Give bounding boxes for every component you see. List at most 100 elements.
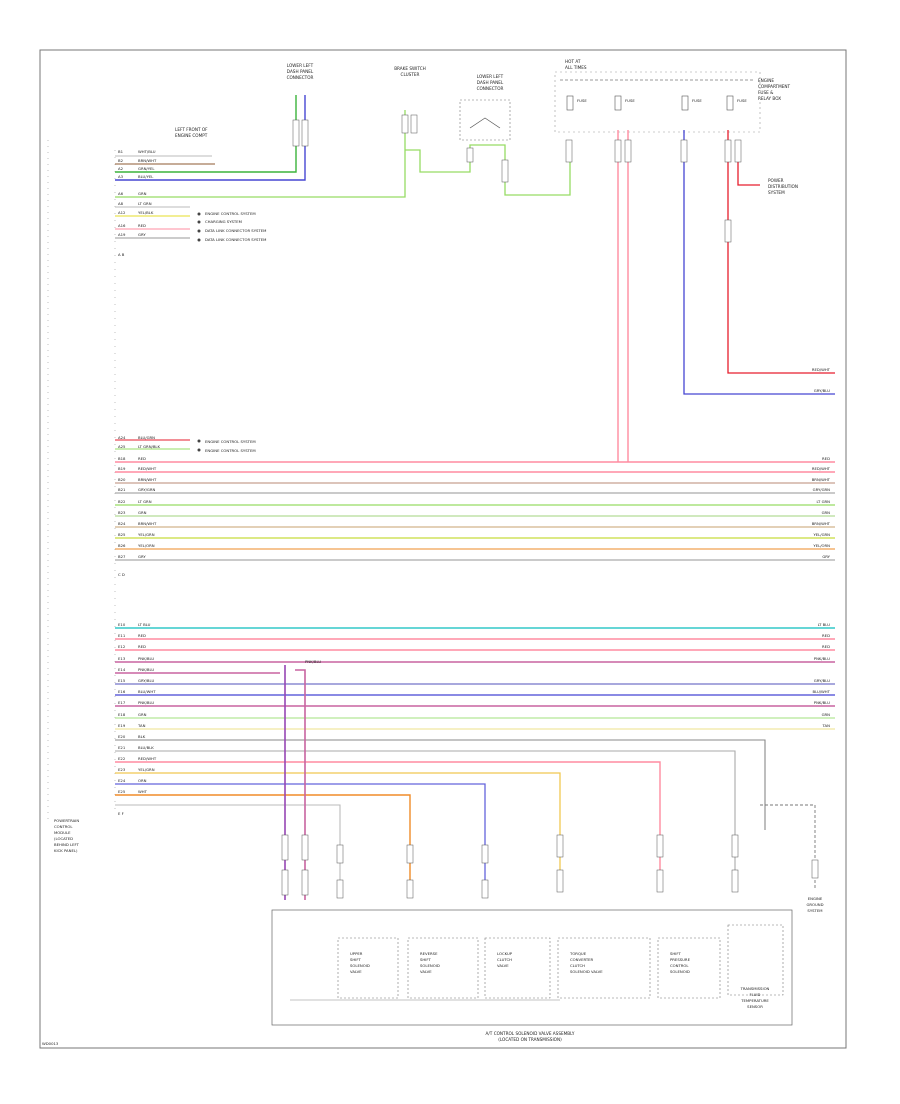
svg-text:PRESSURE: PRESSURE — [670, 957, 691, 962]
svg-text:TAN: TAN — [822, 723, 831, 728]
svg-text:BLU/BLK: BLU/BLK — [138, 745, 154, 750]
svg-text:VALVE: VALVE — [350, 969, 362, 974]
svg-text:FUSE &: FUSE & — [758, 90, 774, 95]
svg-text:B25: B25 — [118, 532, 126, 537]
svg-text:A16: A16 — [118, 223, 126, 228]
footer-code: WD0013 — [42, 1041, 59, 1046]
svg-text:RELAY BOX: RELAY BOX — [758, 96, 781, 101]
svg-text:A12: A12 — [118, 210, 126, 215]
svg-text:DASH PANEL: DASH PANEL — [477, 80, 504, 85]
svg-text:GRY/GRN: GRY/GRN — [813, 487, 831, 492]
svg-text:VALVE: VALVE — [497, 963, 509, 968]
svg-text:YEL/ORN: YEL/ORN — [138, 543, 155, 548]
svg-text:DATA LINK CONNECTOR SYSTEM: DATA LINK CONNECTOR SYSTEM — [205, 228, 266, 233]
svg-text:A/T CONTROL SOLENOID VALVE ASS: A/T CONTROL SOLENOID VALVE ASSEMBLY — [486, 1031, 575, 1036]
svg-text:RED: RED — [138, 633, 146, 638]
pnk-blu-callout: PNK/BLU — [305, 659, 321, 664]
svg-text:BLU/WHT: BLU/WHT — [138, 689, 156, 694]
fuse-wire-terminals — [466, 139, 742, 243]
svg-text:BRN/WHT: BRN/WHT — [812, 477, 831, 482]
svg-text:BLK: BLK — [138, 734, 146, 739]
svg-text:E10: E10 — [118, 622, 126, 627]
svg-text:BLU/YEL: BLU/YEL — [138, 174, 154, 179]
lower-group: PNK/BLU E10 LT BLU E11 RED E12 RED E13 P… — [115, 622, 835, 1042]
svg-text:BLU/WHT: BLU/WHT — [812, 689, 830, 694]
svg-text:PNK/BLU: PNK/BLU — [814, 656, 830, 661]
svg-text:E14: E14 — [118, 667, 126, 672]
svg-text:CONVERTER: CONVERTER — [570, 957, 594, 962]
svg-text:LT GRN: LT GRN — [138, 201, 152, 206]
lower-terminals — [281, 834, 739, 899]
svg-text:WHT: WHT — [138, 789, 148, 794]
svg-text:BRAKE SWITCH: BRAKE SWITCH — [394, 66, 426, 71]
svg-text:LT BLU: LT BLU — [818, 622, 831, 627]
fuse-box-outline — [554, 71, 761, 133]
svg-text:(LOCATED ON TRANSMISSION): (LOCATED ON TRANSMISSION) — [498, 1037, 562, 1042]
wire-fuse4-red — [727, 130, 835, 374]
svg-text:YEL/GRN: YEL/GRN — [138, 532, 155, 537]
svg-text:E13: E13 — [118, 656, 126, 661]
svg-text:A24: A24 — [118, 435, 126, 440]
svg-text:FLUID: FLUID — [750, 992, 761, 997]
svg-text:LOCKUP: LOCKUP — [497, 951, 513, 956]
brake-switch-label: BRAKE SWITCH CLUSTER — [394, 66, 426, 77]
svg-text:ORN: ORN — [138, 778, 147, 783]
assembly-label: A/T CONTROL SOLENOID VALVE ASSEMBLY (LOC… — [486, 1031, 575, 1042]
svg-text:E25: E25 — [118, 789, 126, 794]
svg-text:ENGINE CONTROL SYSTEM: ENGINE CONTROL SYSTEM — [205, 448, 256, 453]
svg-text:B21: B21 — [118, 487, 126, 492]
middle-group-wires: A24 BLU/GRN A25 LT GRN/BLK B18 RED B19 R… — [118, 435, 161, 559]
wire-brake-green — [405, 140, 571, 196]
svg-text:B18: B18 — [118, 456, 126, 461]
svg-text:E15: E15 — [118, 678, 126, 683]
svg-text:ENGINE CONTROL SYSTEM: ENGINE CONTROL SYSTEM — [205, 439, 256, 444]
svg-text:SYSTEM: SYSTEM — [807, 908, 822, 913]
svg-text:E19: E19 — [118, 723, 126, 728]
svg-text:LT BLU: LT BLU — [138, 622, 151, 627]
svg-text:RED: RED — [822, 633, 830, 638]
fuse-label-2: FUSE — [625, 98, 635, 103]
svg-text:SOLENOID: SOLENOID — [670, 969, 690, 974]
svg-text:GRN: GRN — [138, 712, 147, 717]
right-label-grey-blue: GRY/BLU — [814, 388, 830, 393]
svg-text:B2: B2 — [118, 158, 124, 163]
svg-text:A6: A6 — [118, 191, 124, 196]
svg-text:KICK PANEL): KICK PANEL) — [54, 848, 78, 853]
svg-text:BRN/WHT: BRN/WHT — [138, 477, 157, 482]
svg-text:SOLENOID: SOLENOID — [350, 963, 370, 968]
svg-text:TEMPERATURE: TEMPERATURE — [740, 998, 769, 1003]
svg-text:GRN/YEL: GRN/YEL — [138, 166, 155, 171]
solenoid-assembly-box — [271, 909, 793, 1026]
lower-left-connector-label: LOWER LEFT DASH PANEL CONNECTOR — [287, 63, 314, 80]
svg-text:GRN: GRN — [138, 191, 147, 196]
svg-text:LOWER LEFT: LOWER LEFT — [287, 63, 314, 68]
svg-text:CLUTCH: CLUTCH — [497, 957, 512, 962]
svg-text:SOLENOID VALVE: SOLENOID VALVE — [570, 969, 603, 974]
svg-text:RED: RED — [138, 223, 146, 228]
svg-text:BRN/WHT: BRN/WHT — [812, 521, 831, 526]
svg-text:E21: E21 — [118, 745, 126, 750]
svg-text:ENGINE: ENGINE — [808, 896, 823, 901]
svg-text:TRANSMISSION: TRANSMISSION — [740, 986, 770, 991]
svg-text:GRY: GRY — [822, 554, 830, 559]
svg-text:E17: E17 — [118, 700, 126, 705]
svg-text:POWERTRAIN: POWERTRAIN — [54, 818, 79, 823]
svg-text:B23: B23 — [118, 510, 126, 515]
lower-group-wires: E10 LT BLU E11 RED E12 RED E13 PNK/BLU E… — [118, 622, 157, 794]
svg-text:TAN: TAN — [137, 723, 146, 728]
svg-text:COMPARTMENT: COMPARTMENT — [758, 84, 791, 89]
svg-text:ENGINE: ENGINE — [758, 78, 774, 83]
svg-text:RED/WHT: RED/WHT — [138, 466, 157, 471]
svg-text:YEL/GRN: YEL/GRN — [138, 767, 155, 772]
lower-group-tag: E F — [118, 811, 124, 816]
wire-a6-green — [115, 110, 406, 198]
svg-text:E23: E23 — [118, 767, 126, 772]
svg-text:LT GRN/BLK: LT GRN/BLK — [138, 444, 161, 449]
svg-text:PNK/BLU: PNK/BLU — [814, 700, 830, 705]
svg-text:WHT/BLU: WHT/BLU — [138, 149, 156, 154]
svg-text:B26: B26 — [118, 543, 126, 548]
fuse-label-4: FUSE — [737, 98, 747, 103]
svg-text:A2: A2 — [118, 166, 124, 171]
svg-text:B27: B27 — [118, 554, 126, 559]
